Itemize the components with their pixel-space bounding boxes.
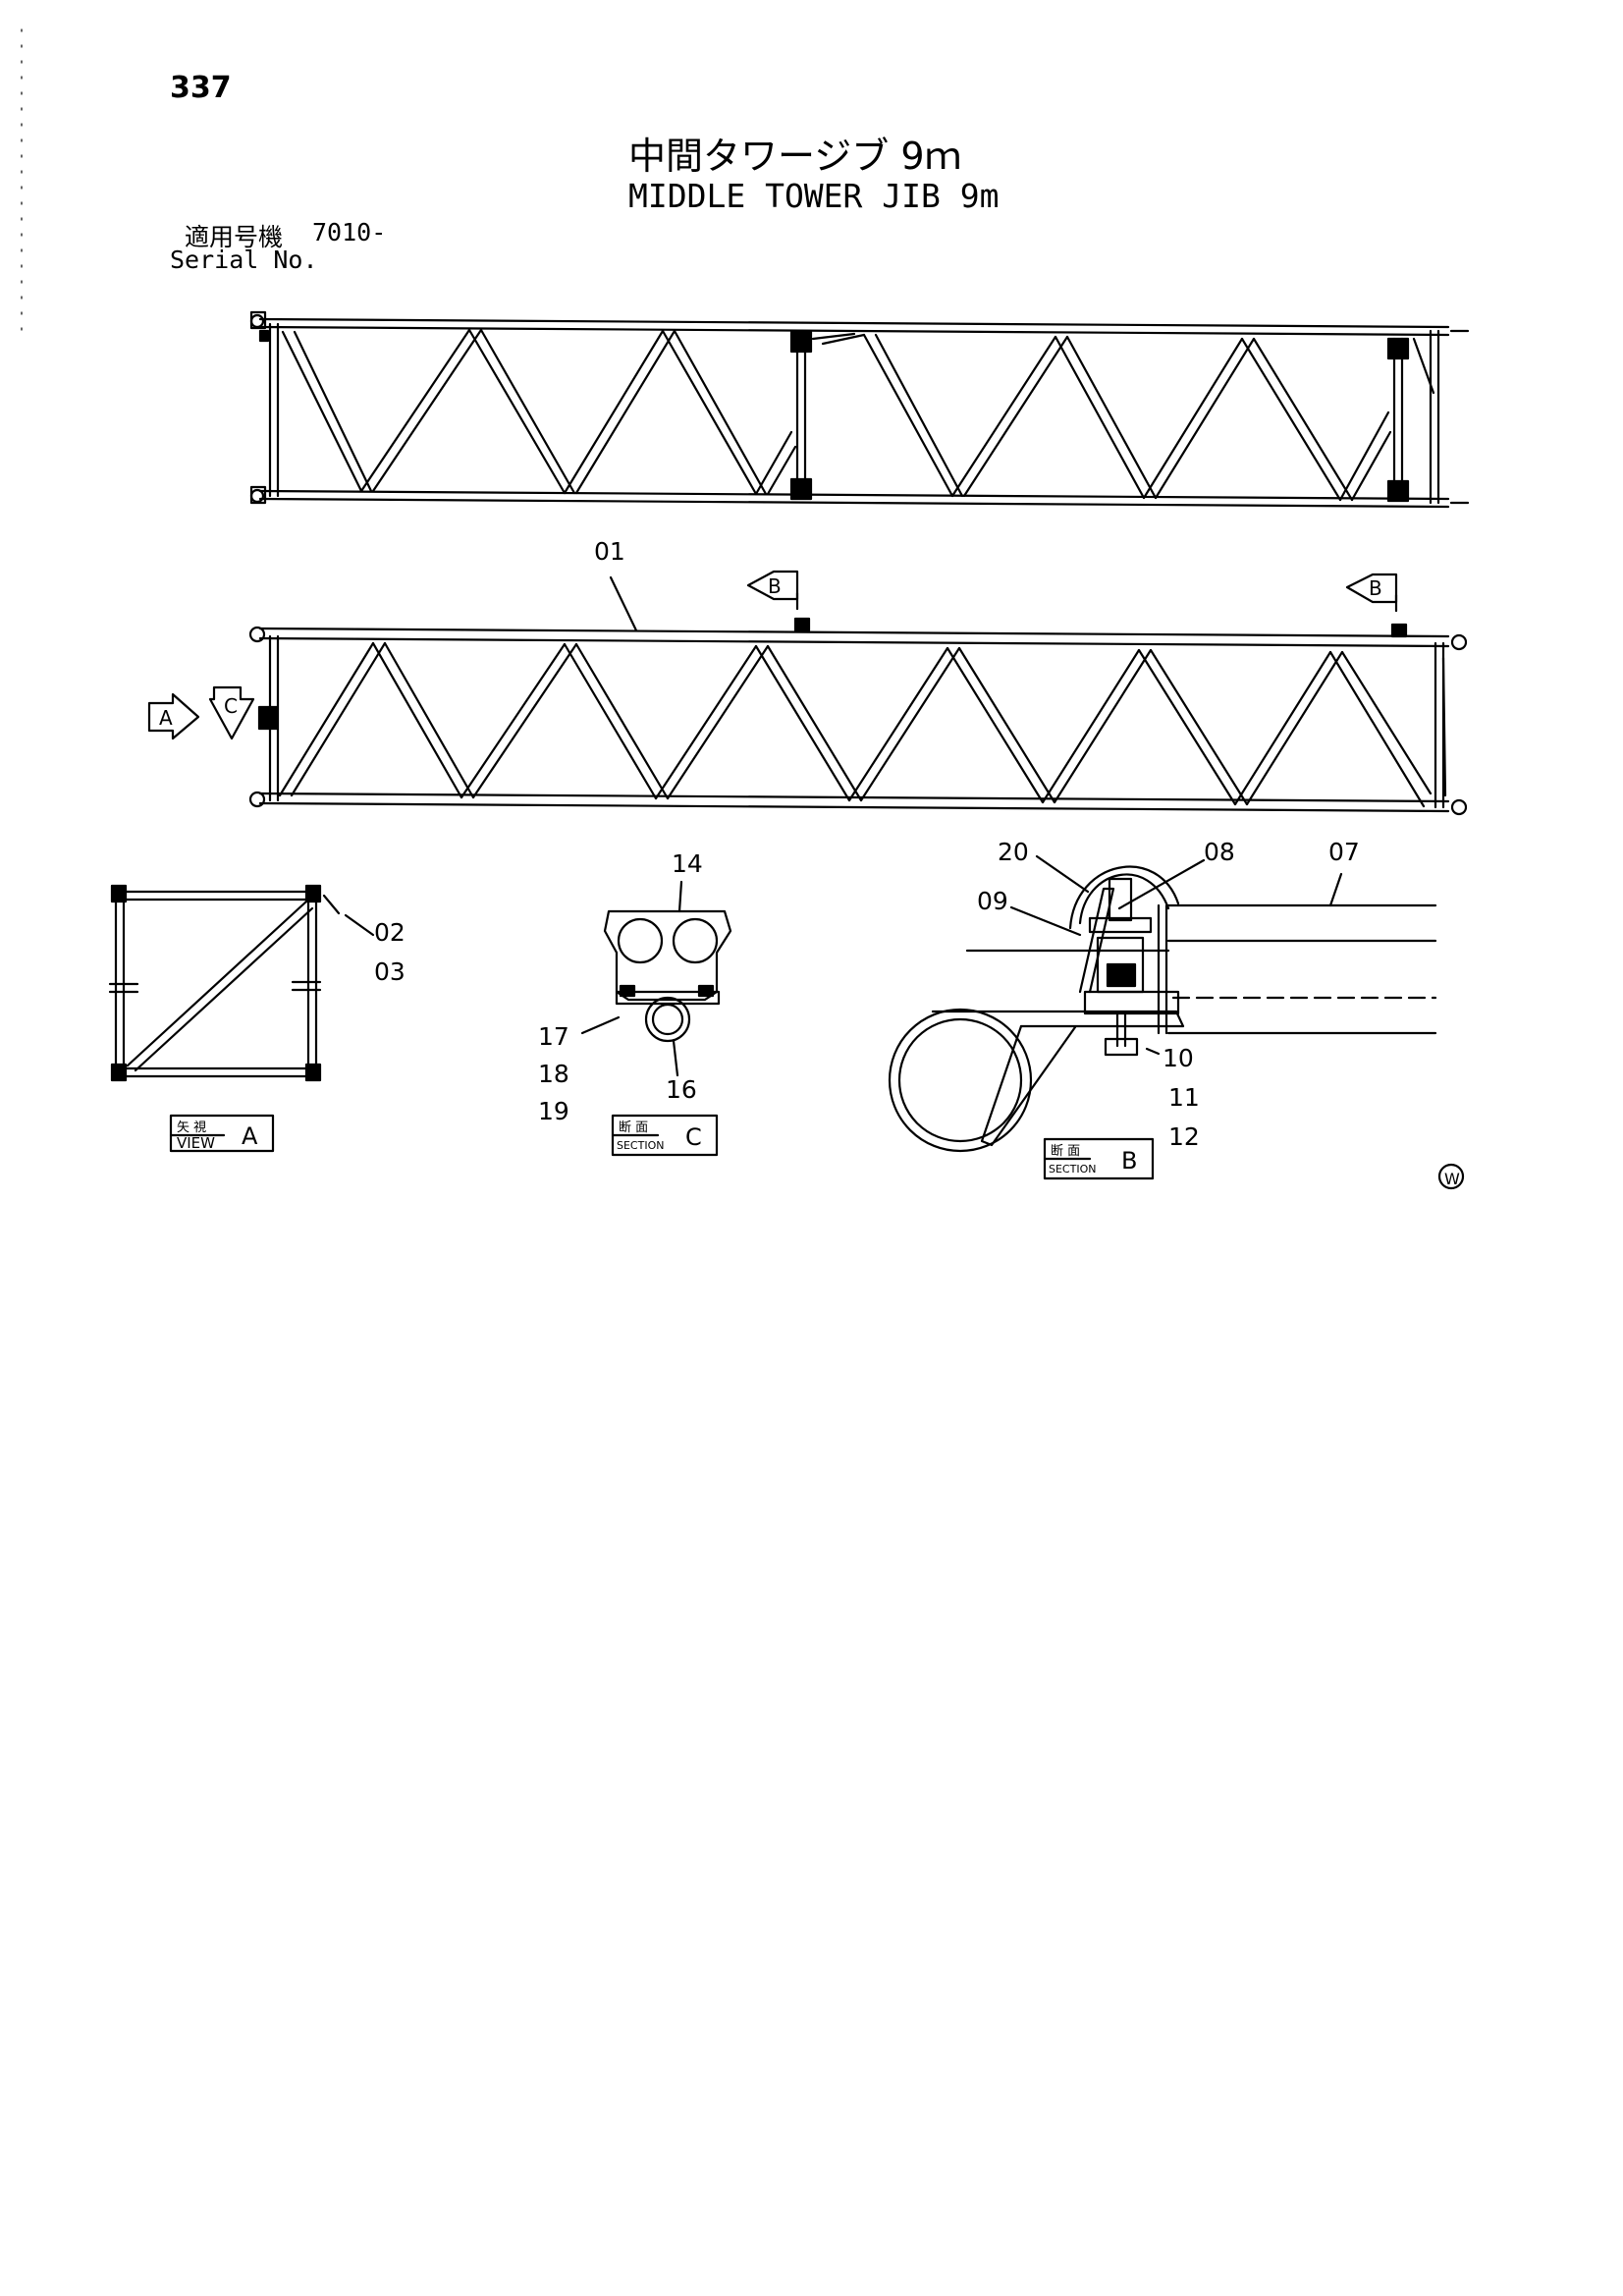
- view-a-detail: [108, 884, 375, 1153]
- callout-14: 14: [672, 849, 703, 878]
- serial-label-english: Serial No.: [170, 246, 318, 274]
- page-number: 337: [170, 71, 232, 105]
- corner-mark-circle: [1437, 1163, 1465, 1190]
- callout-03: 03: [374, 957, 406, 986]
- view-marker-c: [208, 685, 255, 740]
- jib-side-view: [248, 575, 1468, 816]
- section-c-detail: [580, 880, 732, 1157]
- callout-19: 19: [538, 1097, 569, 1125]
- section-b-detail: [888, 854, 1437, 1180]
- view-marker-b-right-letter: B: [1369, 576, 1382, 600]
- serial-label-japanese: 適用号機: [185, 223, 284, 251]
- view-marker-c-letter: C: [224, 694, 238, 718]
- view-marker-b-top: [746, 570, 799, 611]
- section-c-label-en: SECTION: [617, 1139, 664, 1152]
- corner-mark: W: [1444, 1170, 1460, 1188]
- callout-09: 09: [977, 887, 1008, 915]
- serial-number-value: 7010-: [312, 218, 387, 246]
- callout-10: 10: [1163, 1044, 1194, 1072]
- jib-top-view: [249, 310, 1470, 509]
- view-a-label-en: VIEW: [177, 1134, 215, 1152]
- page-title-english: MIDDLE TOWER JIB 9m: [628, 177, 1000, 215]
- page-title-japanese: 中間タワージブ 9ｍ: [628, 135, 962, 178]
- view-marker-a-letter: A: [159, 706, 173, 730]
- section-c-label-ja: 断 面: [619, 1121, 648, 1135]
- view-a-letter: A: [242, 1122, 258, 1150]
- callout-07: 07: [1328, 838, 1360, 866]
- callout-08: 08: [1204, 838, 1235, 866]
- section-b-label-en: SECTION: [1049, 1163, 1096, 1175]
- section-b-label-ja: 断 面: [1051, 1144, 1080, 1159]
- callout-16: 16: [666, 1075, 697, 1104]
- callout-12: 12: [1168, 1122, 1200, 1151]
- callout-20: 20: [998, 838, 1029, 866]
- callout-17: 17: [538, 1022, 569, 1051]
- view-a-label-ja: 矢 視: [177, 1121, 206, 1135]
- section-c-letter: C: [685, 1123, 702, 1151]
- view-marker-b-top-letter: B: [768, 574, 782, 598]
- view-marker-b-right: [1345, 573, 1398, 613]
- callout-11: 11: [1168, 1083, 1200, 1112]
- callout-18: 18: [538, 1060, 569, 1088]
- view-marker-a: [147, 692, 200, 740]
- callout-01: 01: [594, 537, 625, 566]
- callout-02: 02: [374, 918, 406, 947]
- section-b-letter: B: [1121, 1147, 1137, 1175]
